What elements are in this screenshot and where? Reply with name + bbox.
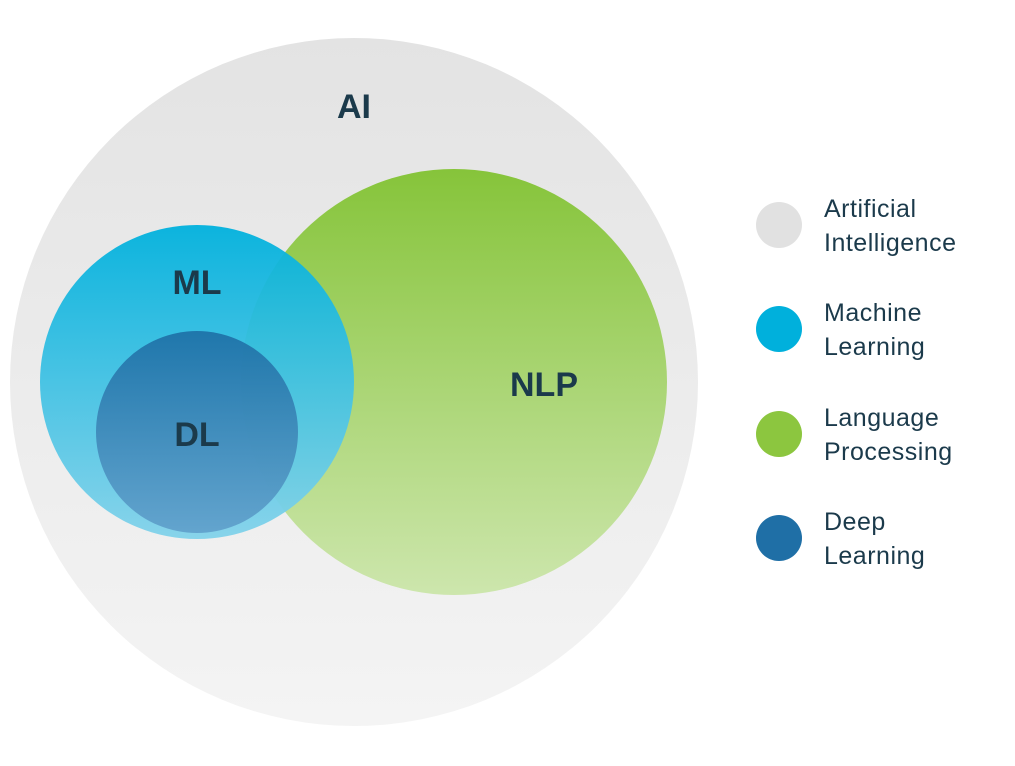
legend-label-line2: Processing [824,438,953,466]
legend-label: Machine Learning [824,296,1004,364]
legend-label: Deep Learning [824,505,1004,573]
legend-item-language-processing: Language Processing [756,401,1006,471]
nlp-label: NLP [510,366,578,404]
legend-label: Artificial Intelligence [824,192,1004,260]
legend-label-line1: Language [824,404,940,432]
legend-swatch-dl [756,515,802,561]
legend-label-line1: Artificial [824,195,917,223]
dl-circle [96,331,298,533]
ml-label: ML [172,264,221,302]
legend-swatch-ml [756,306,802,352]
nlp-circle [241,169,667,595]
legend-label-line1: Machine [824,299,922,327]
legend-item-machine-learning: Machine Learning [756,296,1006,366]
legend-label-line2: Learning [824,333,926,361]
legend-item-deep-learning: Deep Learning [756,505,1006,575]
legend-label-line2: Learning [824,542,926,570]
legend-label: Language Processing [824,401,1004,469]
legend-item-artificial-intelligence: Artificial Intelligence [756,192,1006,262]
legend-label-line1: Deep [824,508,886,536]
dl-label: DL [174,416,219,454]
ai-label: AI [337,88,371,126]
legend-swatch-ai [756,202,802,248]
legend-swatch-nlp [756,411,802,457]
legend-label-line2: Intelligence [824,229,957,257]
